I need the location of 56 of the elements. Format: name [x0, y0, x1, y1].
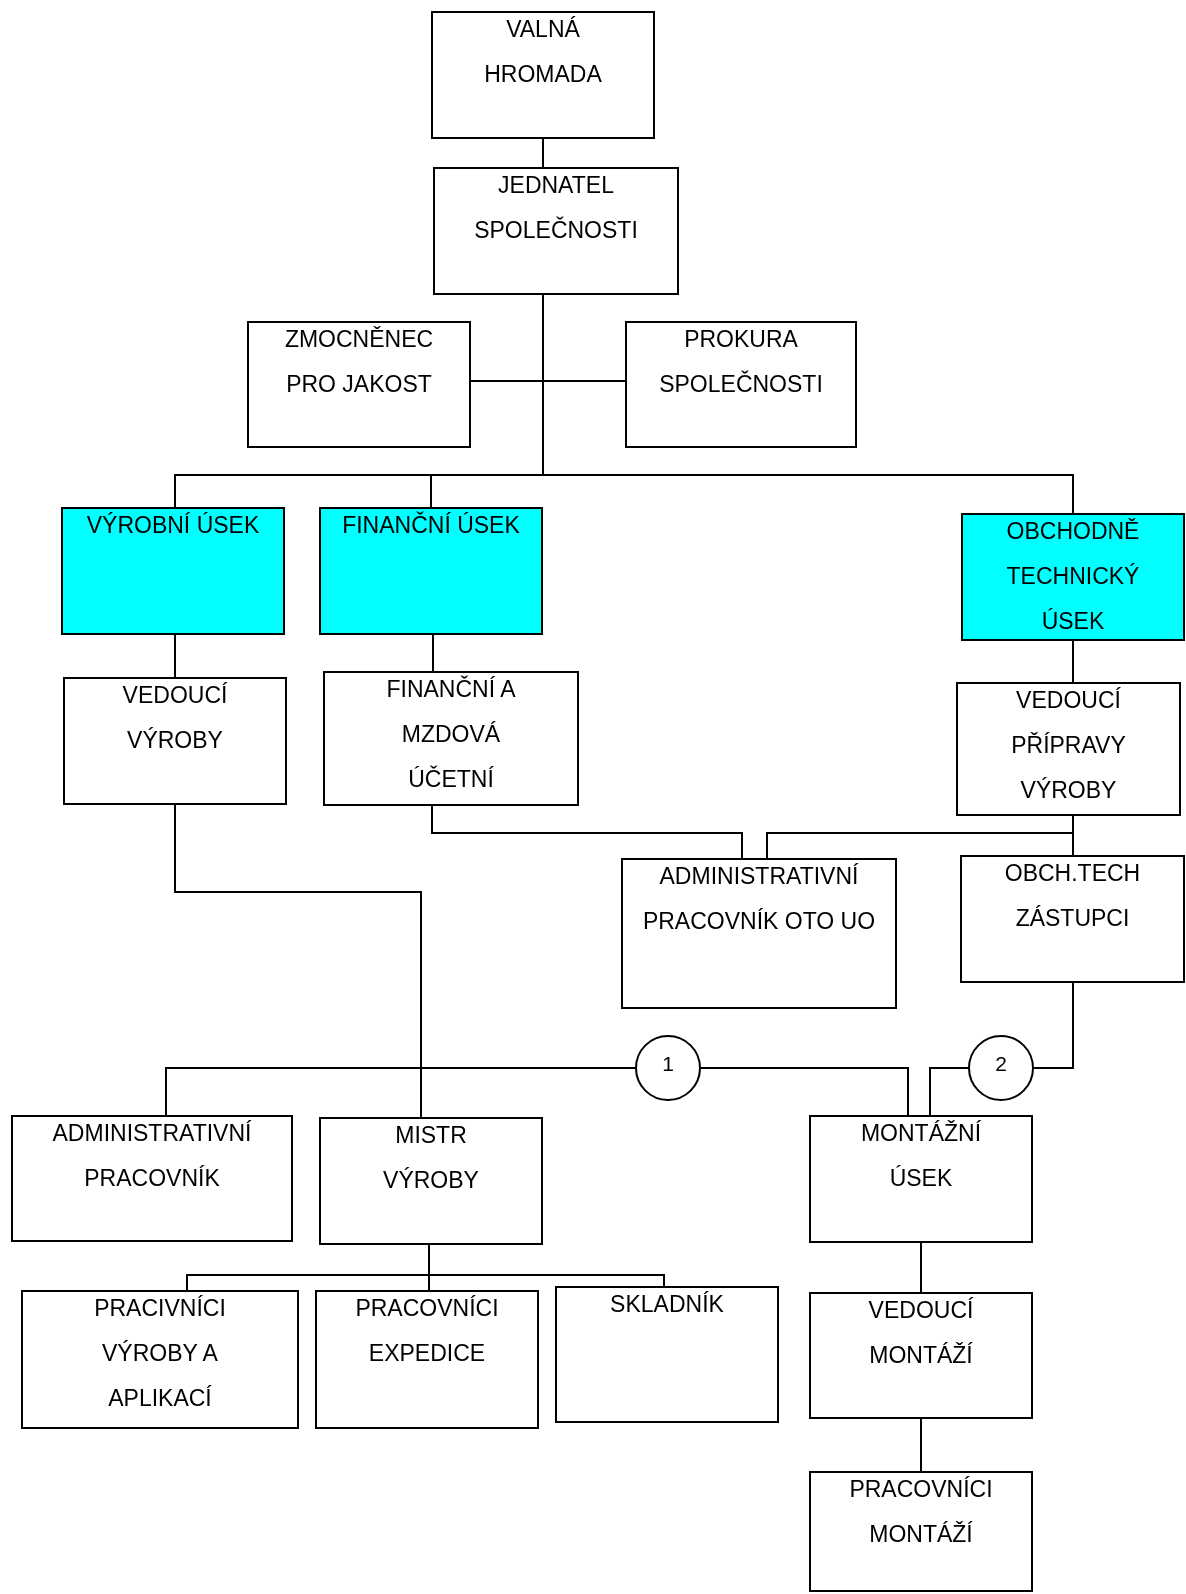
connector-line [165, 1067, 636, 1116]
connector-line [1072, 640, 1074, 683]
org-box [621, 858, 897, 1009]
org-box [625, 321, 857, 448]
box-label: PRACOVNÍCI MONTÁŽÍ [848, 1475, 994, 1549]
box-label: OBCHODNĚ TECHNICKÝ ÚSEK [1005, 517, 1141, 636]
box-label: PRACIVNÍCI VÝROBY A APLIKACÍ [93, 1294, 227, 1413]
connector-line [1072, 815, 1074, 856]
org-box [247, 321, 471, 448]
org-box [809, 1471, 1033, 1592]
org-box [11, 1115, 293, 1242]
connector-number: 1 [662, 1051, 674, 1077]
box-label: FINANČNÍ A MZDOVÁ ÚČETNÍ [385, 674, 517, 794]
org-box [63, 677, 287, 805]
org-box [961, 513, 1185, 641]
box-label: FINANČNÍ ÚSEK [342, 510, 520, 540]
connector-line [700, 1067, 909, 1116]
connector-line [431, 805, 743, 859]
org-box [555, 1286, 779, 1423]
connector-line [929, 1067, 969, 1116]
org-box [315, 1290, 539, 1429]
connector-line [174, 804, 422, 1118]
box-label: JEDNATEL SPOLEČNOSTI [473, 171, 639, 245]
box-label: ADMINISTRATIVNÍ PRACOVNÍK OTO UO [641, 862, 877, 936]
connector-line [428, 1244, 665, 1287]
box-label: SKLADNÍK [610, 1290, 724, 1319]
org-box [433, 167, 679, 295]
box-label: VÝROBNÍ ÚSEK [86, 511, 260, 540]
box-label: MISTR VÝROBY [382, 1121, 480, 1195]
box-label: ADMINISTRATIVNÍ PRACOVNÍK [51, 1119, 253, 1193]
org-box [960, 855, 1185, 983]
box-label: PROKURA SPOLEČNOSTI [658, 325, 824, 399]
connector-line [542, 138, 544, 168]
org-box [21, 1290, 299, 1429]
box-label: MONTÁŽNÍ ÚSEK [859, 1119, 983, 1193]
box-label: ZMOCNĚNEC PRO JAKOST [283, 325, 435, 399]
box-label: VEDOUCÍ VÝROBY [121, 681, 229, 755]
connector-line [920, 1418, 922, 1472]
connector-number: 2 [995, 1051, 1007, 1077]
org-box [319, 1117, 543, 1245]
box-label: VEDOUCÍ PŘÍPRAVY VÝROBY [1010, 686, 1127, 805]
connector-line [432, 634, 434, 672]
org-box [319, 507, 543, 635]
connector-line [174, 634, 176, 678]
box-label: OBCH.TECH ZÁSTUPCI [1003, 859, 1142, 933]
box-label: PRACOVNÍCI EXPEDICE [354, 1294, 500, 1368]
org-box [61, 507, 285, 635]
org-box [809, 1292, 1033, 1419]
connector-line [1033, 982, 1074, 1069]
connector-line [920, 1242, 922, 1293]
org-box [323, 671, 579, 806]
org-box [809, 1115, 1033, 1243]
box-label: VEDOUCÍ MONTÁŽÍ [867, 1296, 975, 1370]
org-box [956, 682, 1181, 816]
org-box [431, 11, 655, 139]
box-label: VALNÁ HROMADA [483, 15, 603, 89]
